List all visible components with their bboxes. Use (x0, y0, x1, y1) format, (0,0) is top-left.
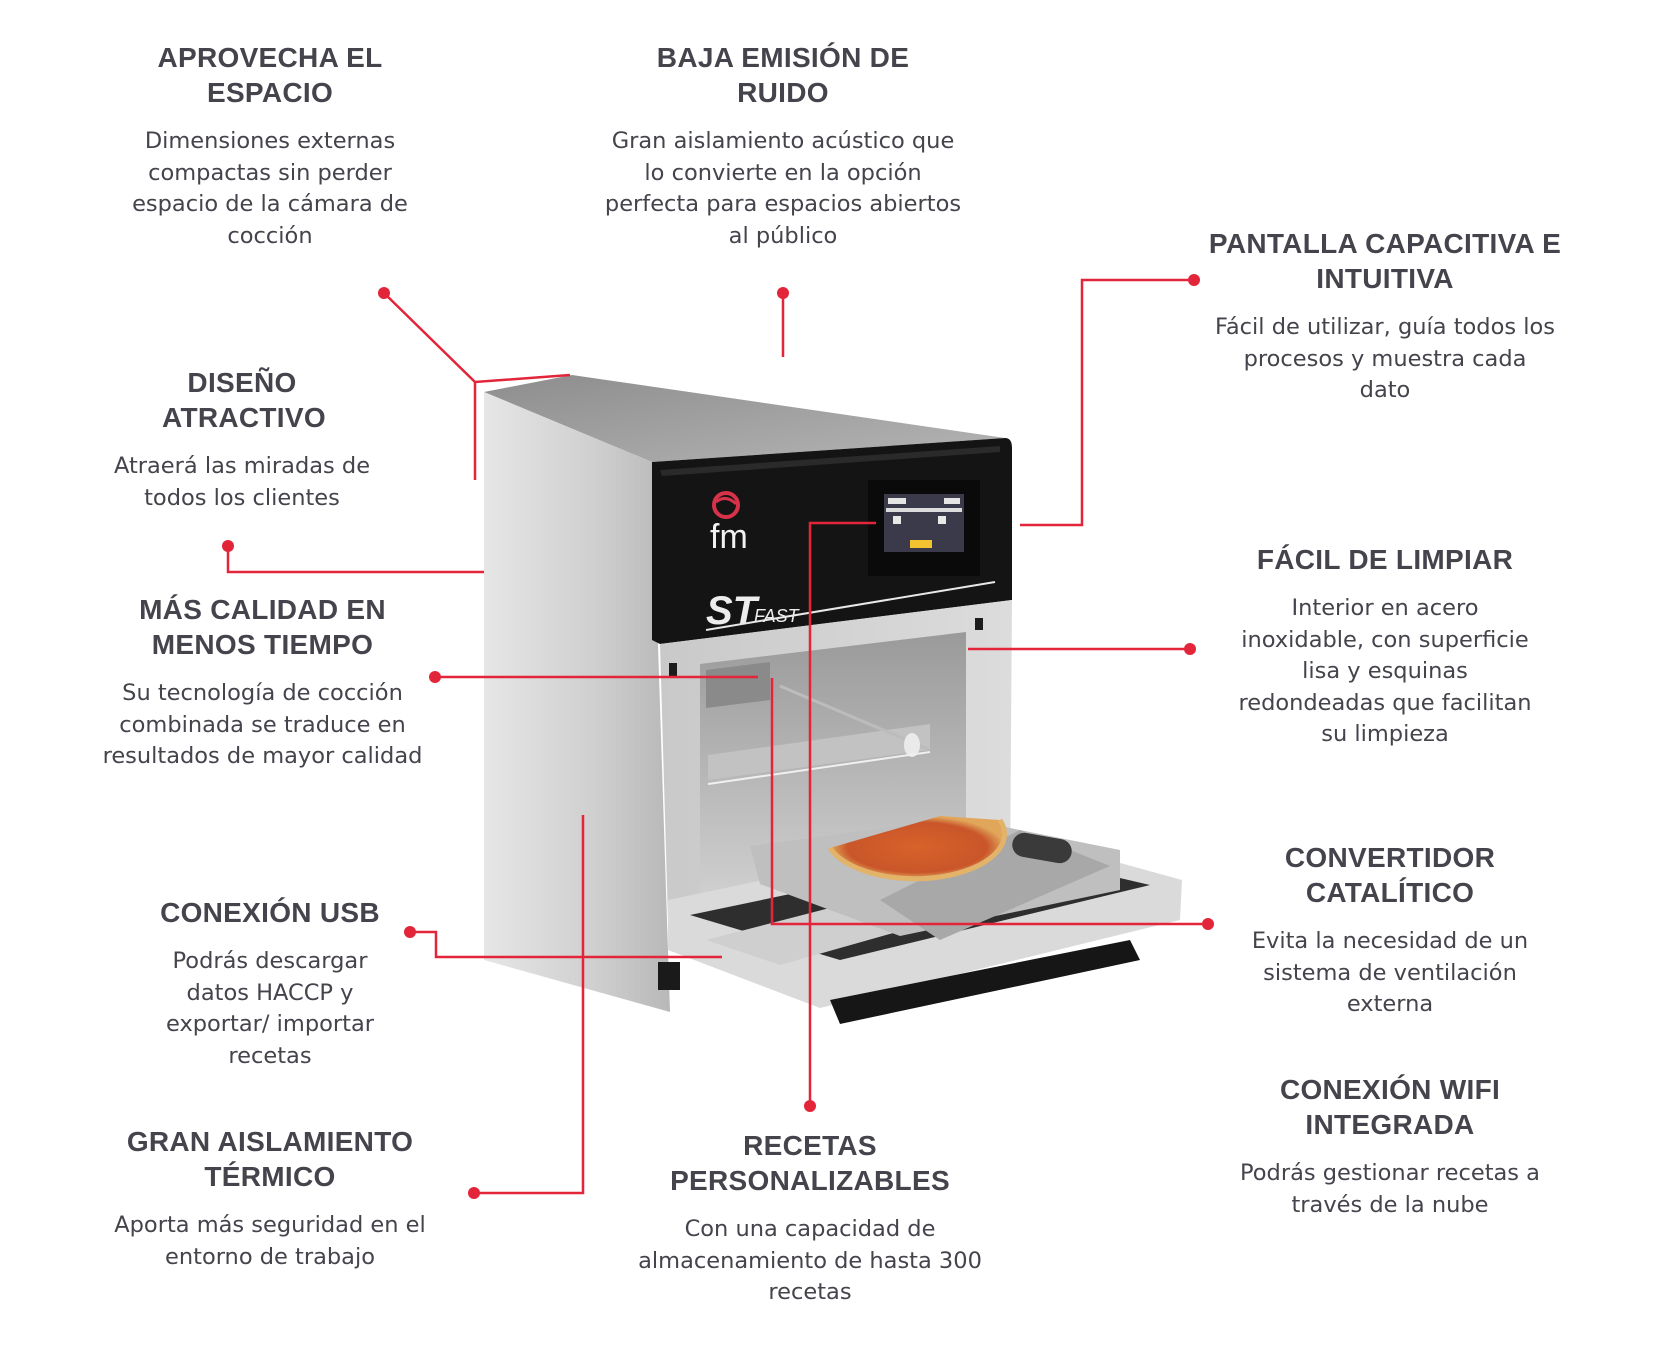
feature-description: Atraerá las miradas de todos los cliente… (113, 453, 371, 511)
feature-description: Interior en acero inoxidable, con superf… (1238, 595, 1532, 747)
feature-diseno-atractivo: DISEÑO ATRACTIVO Atraerá las miradas de … (92, 365, 392, 514)
feature-description: Aporta más seguridad en el entorno de tr… (114, 1212, 426, 1270)
feature-aprovecha-espacio: APROVECHA EL ESPACIO Dimensiones externa… (105, 40, 435, 252)
feature-description: Fácil de utilizar, guía todos los proces… (1215, 314, 1555, 403)
feature-pantalla-capacitiva: PANTALLA CAPACITIVA E INTUITIVA Fácil de… (1200, 226, 1570, 407)
fm-logo: fm (710, 491, 748, 556)
feature-title: RECETAS PERSONALIZABLES (670, 1130, 950, 1196)
feature-description: Podrás gestionar recetas a través de la … (1240, 1160, 1540, 1218)
callout-dot-pantalla (1188, 274, 1200, 286)
touchscreen (868, 480, 980, 576)
callout-dot-espacio (378, 287, 390, 299)
feature-title: APROVECHA EL ESPACIO (157, 42, 383, 108)
brand-logo-text: fm (710, 518, 748, 556)
pizza (827, 816, 1007, 882)
feature-description: Podrás descargar datos HACCP y exportar/… (166, 948, 374, 1069)
callout-line-espacio (383, 292, 571, 384)
feature-conexion-wifi: CONEXIÓN WIFI INTEGRADA Podrás gestionar… (1210, 1072, 1570, 1221)
feature-description: Dimensiones externas compactas sin perde… (132, 128, 408, 249)
callout-dot-limpiar (1184, 643, 1196, 655)
feature-convertidor-catalitico: CONVERTIDOR CATALÍTICO Evita la necesida… (1220, 840, 1560, 1021)
feature-title: CONEXIÓN USB (160, 897, 380, 928)
feature-description: Evita la necesidad de un sistema de vent… (1251, 928, 1529, 1017)
feature-title: DISEÑO ATRACTIVO (162, 367, 326, 433)
feature-title: CONEXIÓN WIFI INTEGRADA (1279, 1074, 1501, 1140)
callout-dot-diseno (222, 540, 234, 552)
oven-top (484, 375, 1005, 462)
feature-title: BAJA EMISIÓN DE RUIDO (656, 42, 910, 108)
feature-description: Gran aislamiento acústico que lo convier… (604, 128, 962, 249)
callout-dot-calidad (429, 671, 441, 683)
stfast-logo: ST FAST (705, 581, 996, 633)
callout-line-usb (410, 930, 722, 959)
feature-description: Con una capacidad de almacenamiento de h… (638, 1216, 982, 1305)
callout-line-recetas (808, 521, 876, 1106)
feature-aislamiento-termico: GRAN AISLAMIENTO TÉRMICO Aporta más segu… (100, 1124, 440, 1273)
feature-baja-emision-ruido: BAJA EMISIÓN DE RUIDO Gran aislamiento a… (600, 40, 966, 252)
feature-conexion-usb: CONEXIÓN USB Podrás descargar datos HACC… (110, 895, 430, 1072)
feature-title: CONVERTIDOR CATALÍTICO (1284, 842, 1496, 908)
callout-dot-termico (468, 1187, 480, 1199)
feature-title: FÁCIL DE LIMPIAR (1256, 544, 1514, 575)
feature-facil-limpiar: FÁCIL DE LIMPIAR Interior en acero inoxi… (1200, 542, 1570, 751)
callout-line-termico (474, 815, 585, 1195)
feature-title: PANTALLA CAPACITIVA E INTUITIVA (1208, 228, 1562, 294)
callout-dot-ruido (777, 287, 789, 299)
feature-title: GRAN AISLAMIENTO TÉRMICO (126, 1126, 414, 1192)
callout-dot-recetas (804, 1100, 816, 1112)
oven-side (484, 392, 670, 1012)
feature-description: Su tecnología de cocción combinada se tr… (102, 680, 423, 769)
feature-title: MÁS CALIDAD EN MENOS TIEMPO (139, 594, 386, 660)
callout-dot-catalitico (1202, 918, 1214, 930)
feature-recetas-personalizables: RECETAS PERSONALIZABLES Con una capacida… (635, 1128, 985, 1309)
feature-mas-calidad: MÁS CALIDAD EN MENOS TIEMPO Su tecnologí… (95, 592, 430, 773)
callout-line-pantalla (1020, 278, 1194, 527)
callout-line-catalitico (770, 678, 1208, 926)
callout-dot-usb (404, 926, 416, 938)
callout-line-diseno (226, 546, 484, 574)
